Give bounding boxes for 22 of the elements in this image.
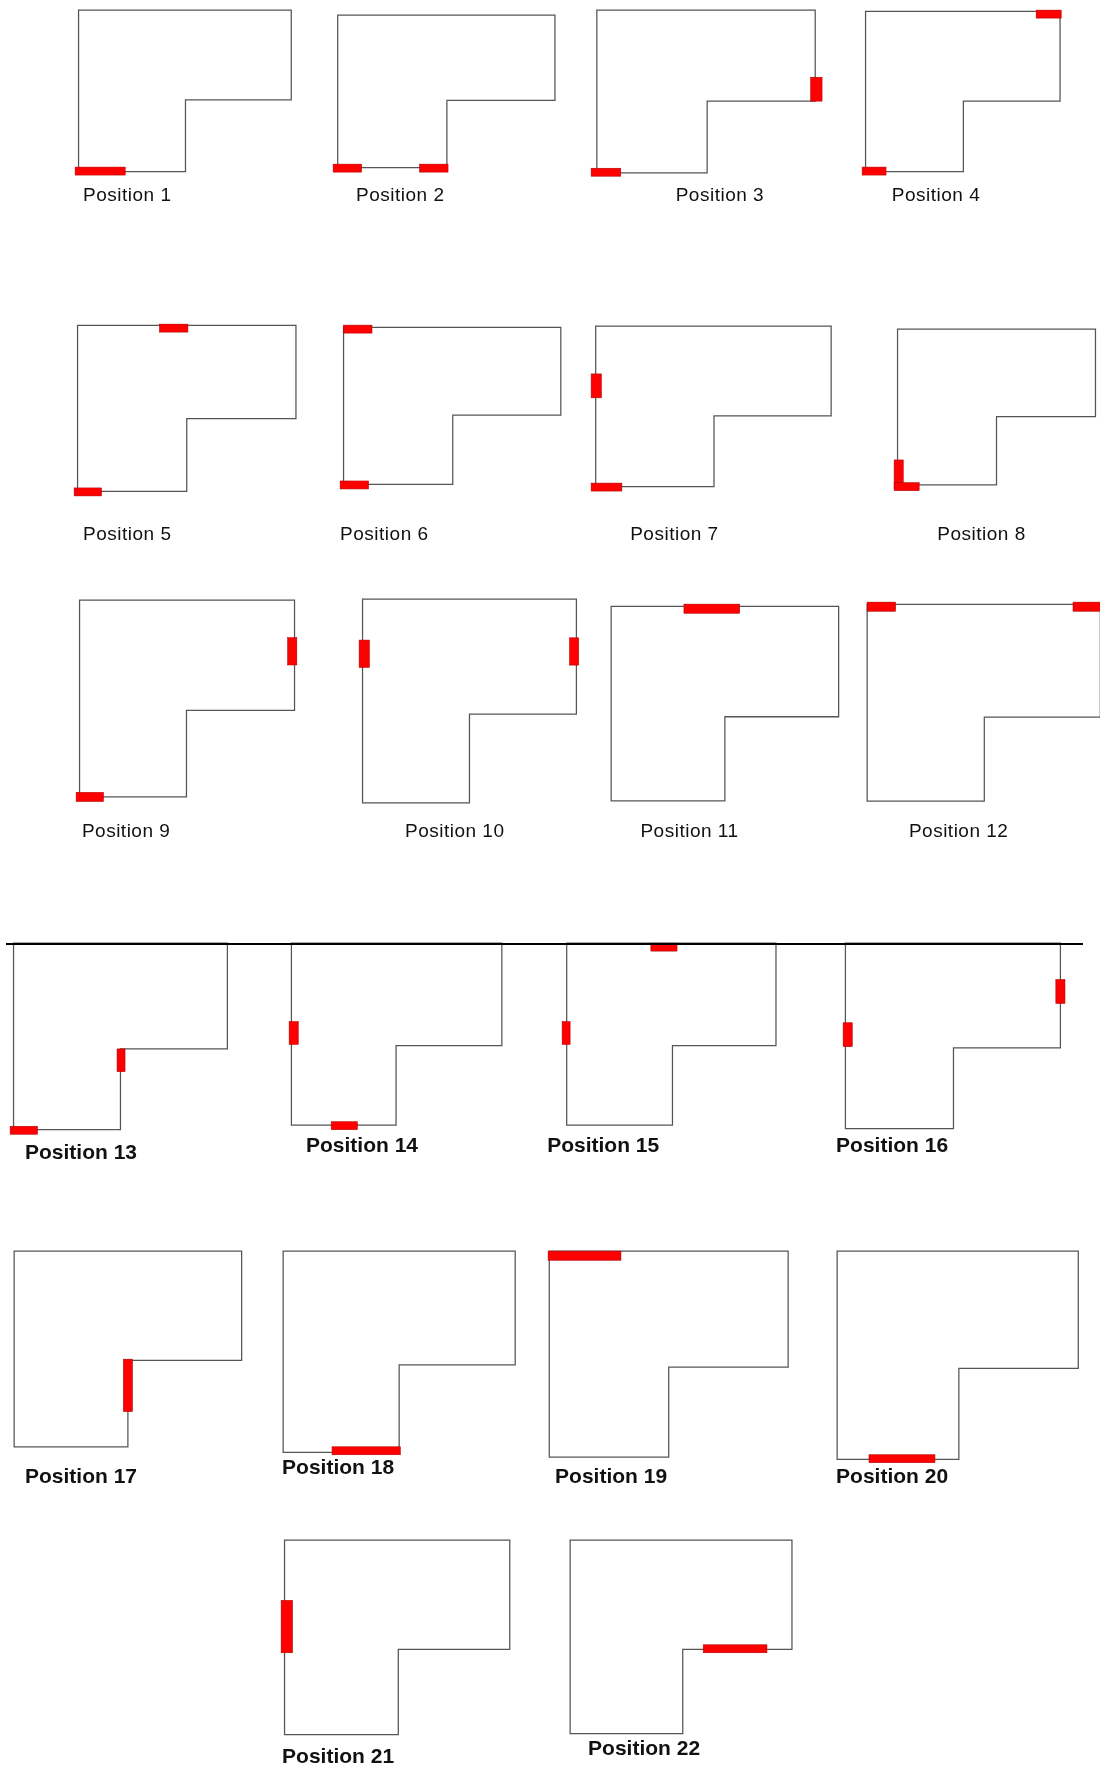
position-label: Position 9	[81, 820, 171, 843]
position-label: Position 21	[282, 1743, 395, 1768]
position-label: Position 1	[83, 184, 172, 207]
position-label: Position 13	[25, 1139, 138, 1164]
position-label: Position 3	[675, 184, 765, 207]
position-label: Position 8	[937, 523, 1026, 546]
position-label: Position 20	[836, 1464, 949, 1488]
position-label: Position 11	[640, 820, 739, 843]
position-label: Position 17	[25, 1464, 138, 1488]
position-label: Position 2	[356, 184, 445, 207]
position-label: Position 15	[547, 1133, 660, 1157]
position-label: Position 10	[404, 820, 505, 843]
position-label: Position 18	[282, 1454, 395, 1479]
position-label: Position 19	[555, 1464, 668, 1488]
position-label: Position 5	[83, 523, 172, 546]
position-label: Position 12	[908, 820, 1009, 843]
position-label: Position 16	[836, 1133, 949, 1157]
position-label: Position 14	[306, 1133, 418, 1157]
position-label: Position 6	[340, 523, 429, 546]
position-label: Position 4	[891, 184, 981, 207]
position-label: Position 22	[588, 1735, 701, 1760]
position-label: Position 7	[630, 523, 719, 546]
